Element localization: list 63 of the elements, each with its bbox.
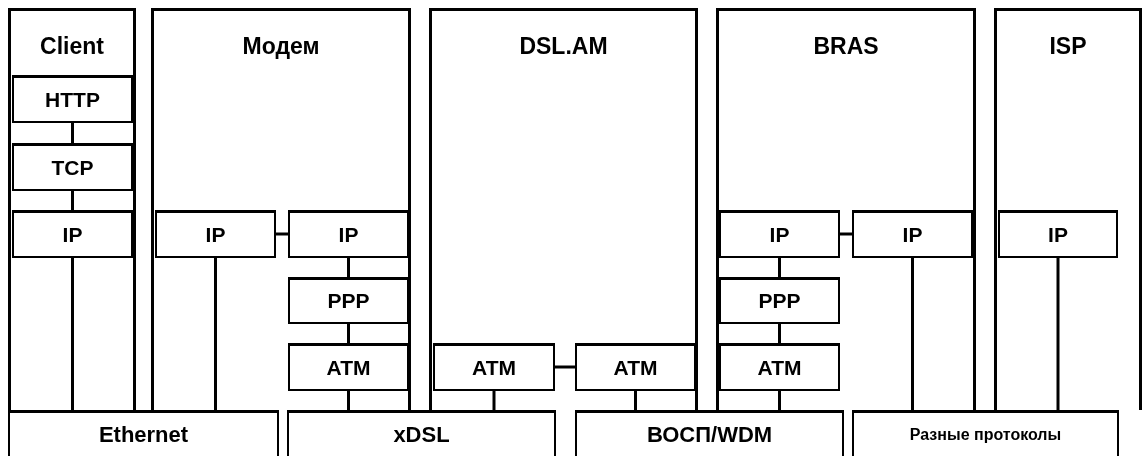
protocol-box xyxy=(719,210,840,258)
connector-line xyxy=(634,391,637,410)
protocol-box xyxy=(155,210,276,258)
protocol-box xyxy=(433,343,555,391)
protocol-label: TCP xyxy=(51,155,94,180)
protocol-box xyxy=(852,210,973,258)
medium-box xyxy=(287,410,556,456)
connector-line xyxy=(347,258,350,277)
column-heading: Client xyxy=(40,33,104,60)
medium-label: xDSL xyxy=(393,421,450,448)
medium-label: ВОСП/WDM xyxy=(646,421,773,448)
device-column xyxy=(429,8,698,410)
connector-line xyxy=(911,258,914,410)
protocol-box xyxy=(998,210,1118,258)
column-heading: Модем xyxy=(242,33,320,60)
connector-line xyxy=(1056,258,1060,410)
protocol-label: HTTP xyxy=(45,87,100,112)
medium-label: Ethernet xyxy=(98,421,189,448)
connector-line xyxy=(276,232,288,236)
protocol-box xyxy=(288,210,409,258)
connector-line xyxy=(214,258,217,410)
connector-line xyxy=(778,324,781,343)
medium-box xyxy=(575,410,844,456)
connector-line xyxy=(71,258,74,410)
connector-line xyxy=(492,391,496,410)
column-heading: ISP xyxy=(1049,33,1087,60)
protocol-label: IP xyxy=(205,222,226,247)
protocol-box xyxy=(12,210,133,258)
column-heading: BRAS xyxy=(813,33,879,60)
connector-line xyxy=(71,191,74,210)
connector-line xyxy=(555,365,575,369)
protocol-box xyxy=(288,277,409,324)
protocol-label: ATM xyxy=(472,355,516,380)
protocol-label: ATM xyxy=(326,355,371,380)
protocol-label: IP xyxy=(338,222,359,247)
protocol-label: ATM xyxy=(613,355,658,380)
protocol-box xyxy=(575,343,696,391)
device-column xyxy=(8,8,136,410)
protocol-box xyxy=(719,343,840,391)
protocol-label: PPP xyxy=(758,289,801,313)
connector-line xyxy=(840,232,852,236)
medium-box xyxy=(852,410,1119,456)
protocol-label: IP xyxy=(769,222,790,247)
connector-line xyxy=(778,258,781,277)
protocol-box xyxy=(12,75,133,123)
protocol-label: IP xyxy=(902,222,923,247)
protocol-box xyxy=(288,343,409,391)
device-column xyxy=(994,8,1142,410)
protocol-label: PPP xyxy=(327,289,370,313)
connector-line xyxy=(347,391,350,410)
device-column xyxy=(716,8,976,410)
protocol-box xyxy=(719,277,840,324)
protocol-box xyxy=(12,143,133,191)
medium-label: Разные протоколы xyxy=(909,425,1062,444)
column-heading: DSL.AM xyxy=(519,33,608,60)
protocol-label: ATM xyxy=(757,355,802,380)
protocol-label: IP xyxy=(62,222,83,247)
medium-box xyxy=(8,410,279,456)
connector-line xyxy=(347,324,350,343)
connector-line xyxy=(778,391,781,410)
protocol-label: IP xyxy=(1048,222,1068,247)
device-column xyxy=(151,8,411,410)
connector-line xyxy=(71,123,74,143)
